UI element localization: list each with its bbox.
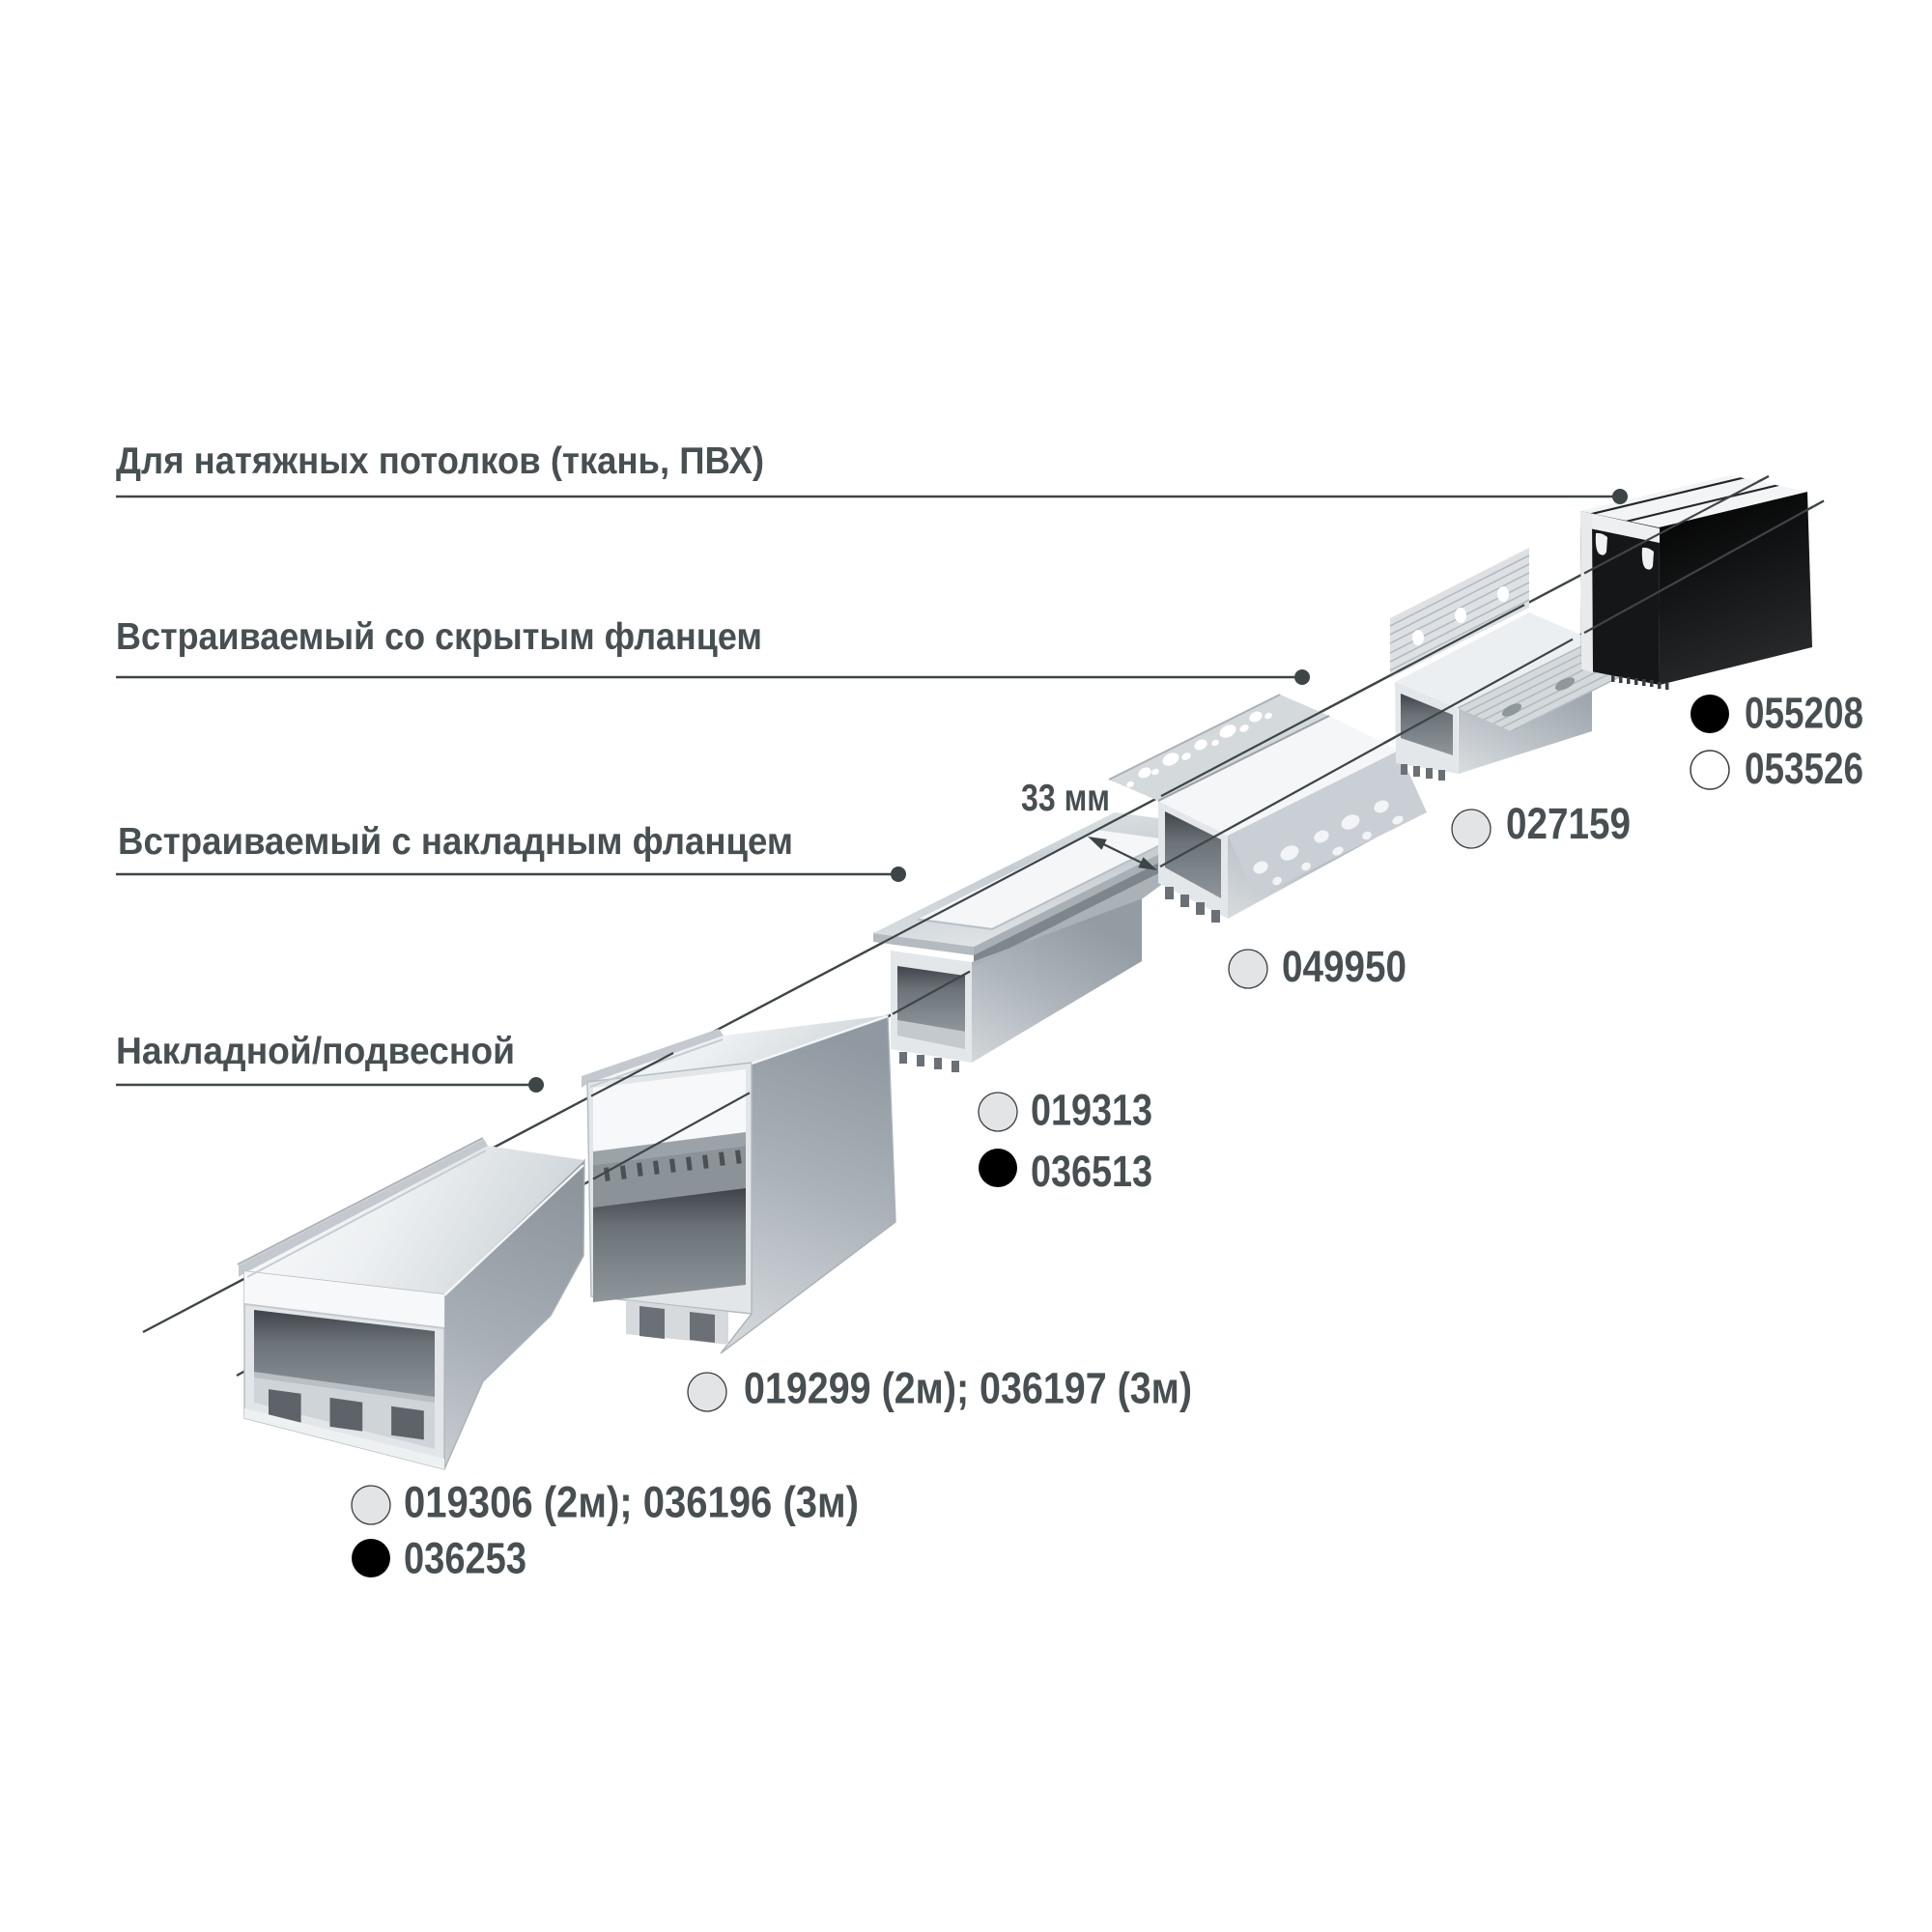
svg-text:019306 (2м); 036196 (3м): 019306 (2м); 036196 (3м) (404, 1478, 859, 1527)
svg-text:055208: 055208 (1745, 689, 1863, 738)
svg-text:Встраиваемый со скрытым фланце: Встраиваемый со скрытым фланцем (116, 616, 762, 658)
svg-text:053526: 053526 (1745, 744, 1863, 793)
svg-text:Накладной/подвесной: Накладной/подвесной (116, 1031, 515, 1072)
svg-text:049950: 049950 (1282, 942, 1406, 991)
svg-text:Для натяжных потолков (ткань,: Для натяжных потолков (ткань, ПВХ) (116, 440, 764, 482)
svg-text:019313: 019313 (1031, 1086, 1152, 1135)
svg-text:019299 (2м); 036197 (3м): 019299 (2м); 036197 (3м) (744, 1364, 1192, 1413)
svg-text:036253: 036253 (404, 1534, 526, 1583)
svg-text:027159: 027159 (1506, 799, 1631, 848)
svg-text:036513: 036513 (1031, 1147, 1152, 1196)
svg-text:Встраиваемый с накладным фланц: Встраиваемый с накладным фланцем (118, 821, 793, 863)
svg-text:33 мм: 33 мм (1021, 778, 1110, 819)
